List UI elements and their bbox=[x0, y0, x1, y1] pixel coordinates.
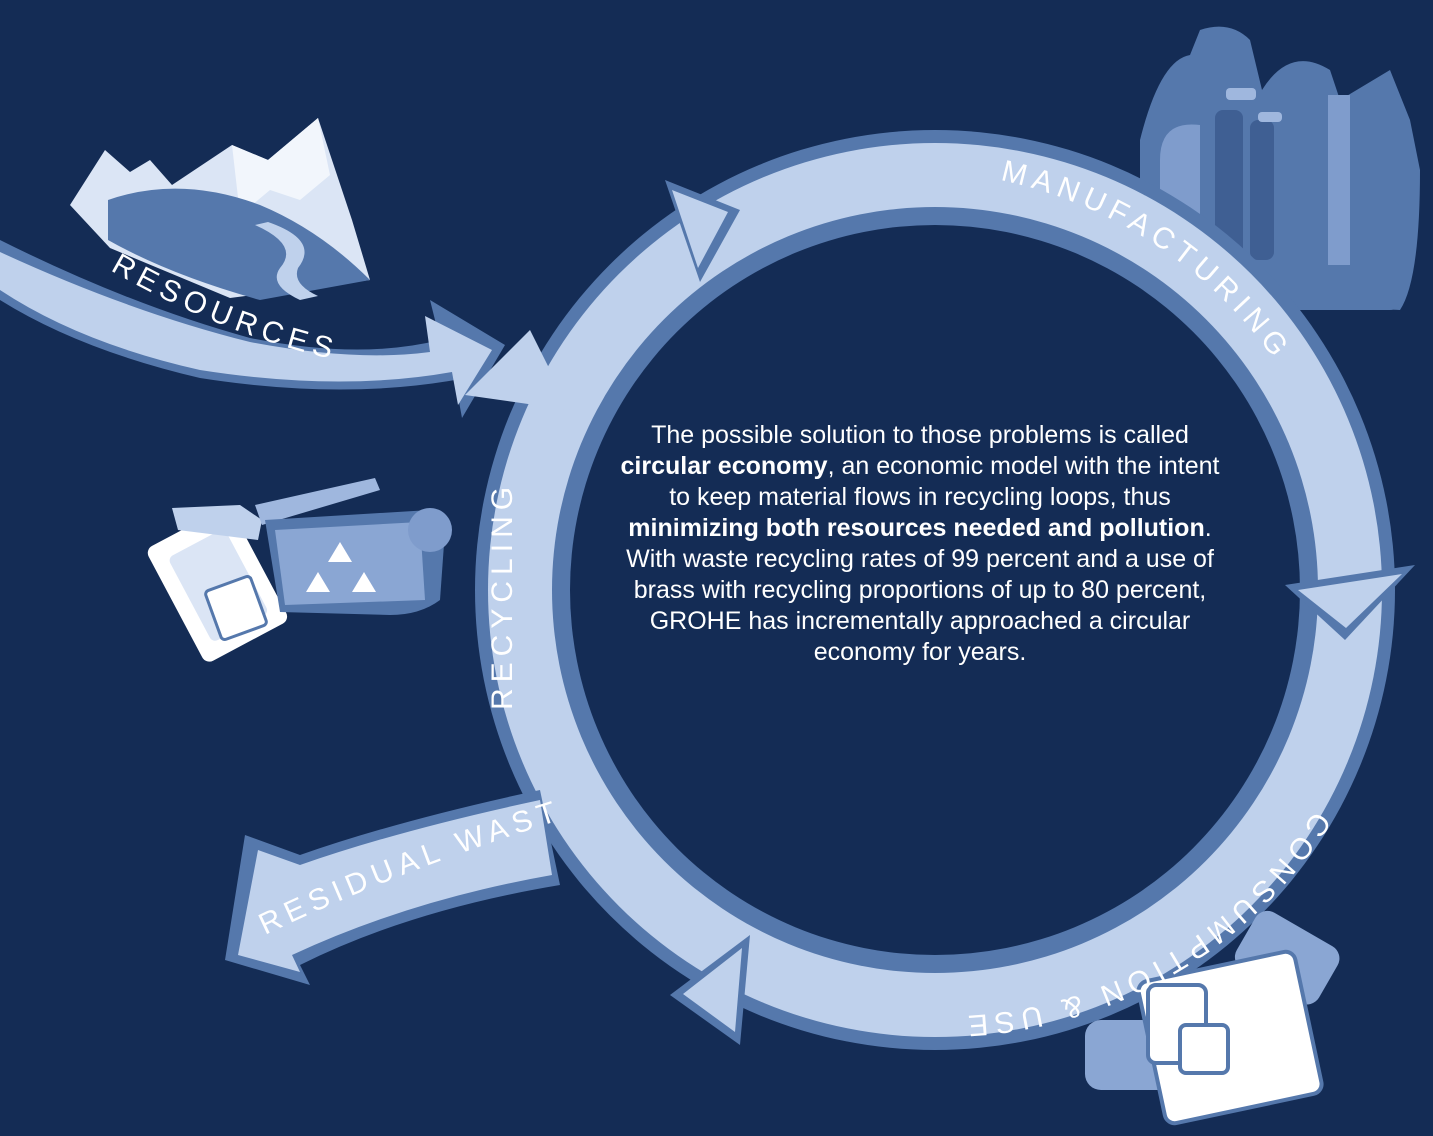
ring-arrowheads bbox=[465, 180, 1415, 1045]
mountain-landscape-icon bbox=[70, 118, 370, 300]
recycling-bin-icon bbox=[147, 478, 452, 662]
center-text-part-1: The possible solution to those problems … bbox=[651, 421, 1189, 449]
recycle-symbol-icon bbox=[306, 542, 376, 592]
center-text-bold-2: minimizing both resources needed and pol… bbox=[628, 514, 1205, 542]
residual-waste-arrow bbox=[225, 790, 560, 985]
residual-waste-label: RESIDUAL WASTE bbox=[0, 0, 566, 941]
household-appliances-icon bbox=[1085, 910, 1340, 1126]
center-text-part-2: , an economic model with the intent to k… bbox=[669, 452, 1220, 511]
cycle-ring bbox=[475, 130, 1395, 1050]
resources-arrow bbox=[0, 240, 505, 418]
center-text-bold-1: circular economy bbox=[620, 452, 828, 480]
recycling-label: RECYCLING bbox=[486, 481, 519, 710]
center-text-part-3: . With waste recycling rates of 99 perce… bbox=[626, 514, 1214, 666]
center-description: The possible solution to those problems … bbox=[610, 420, 1230, 668]
